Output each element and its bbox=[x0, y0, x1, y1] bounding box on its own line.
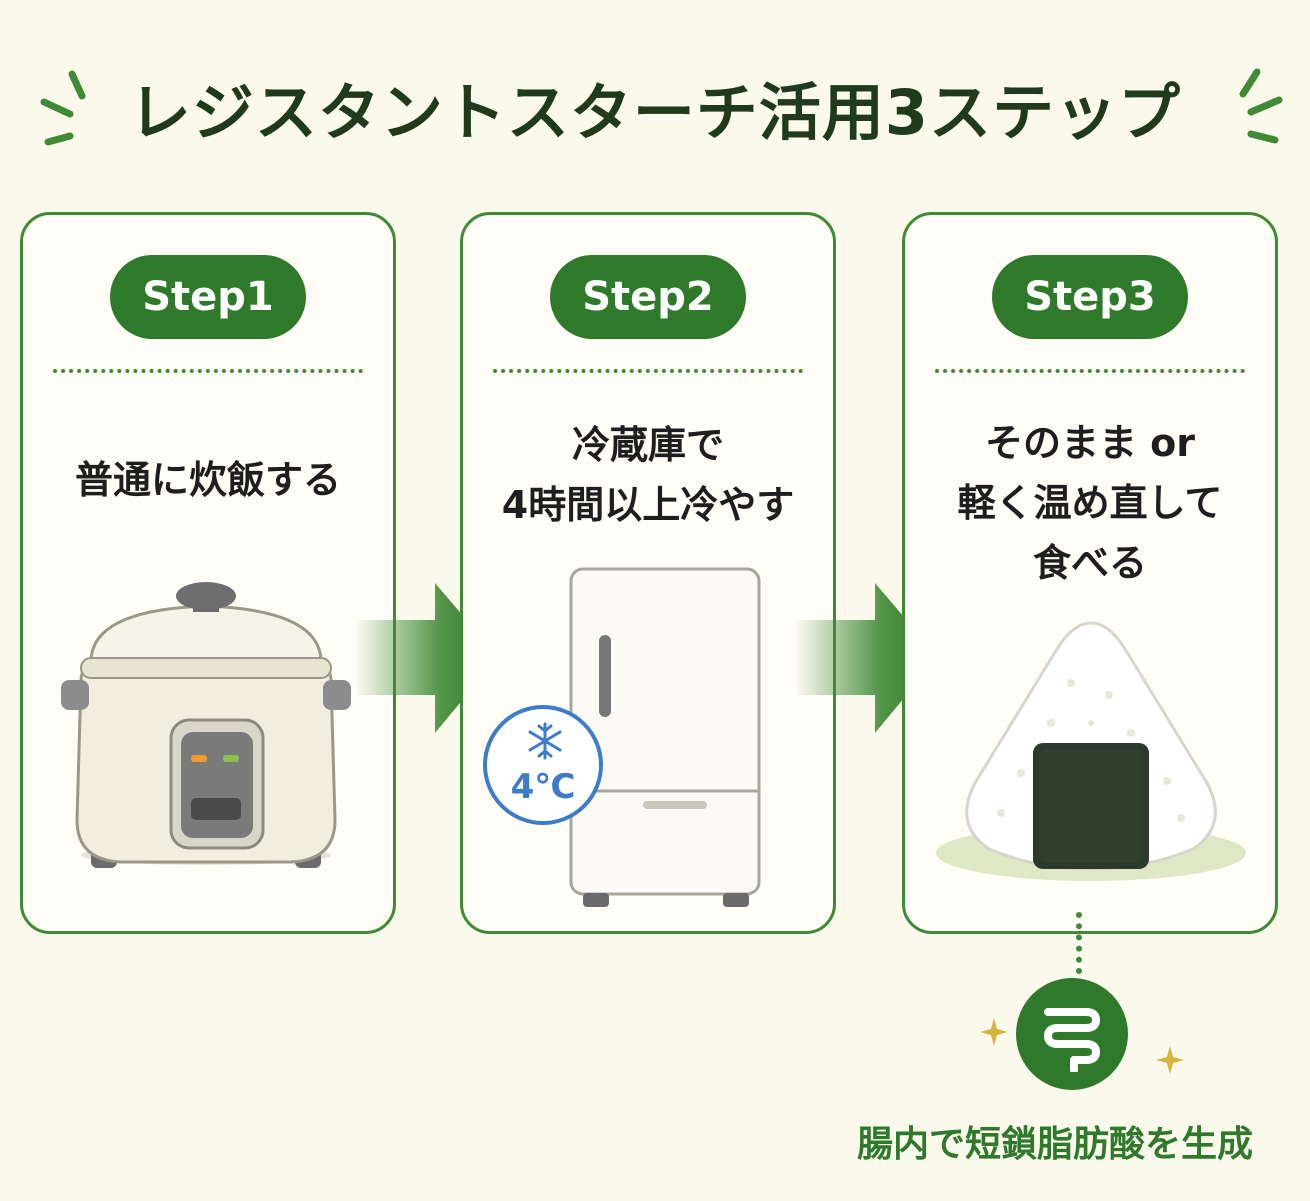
temperature-label: 4℃ bbox=[510, 767, 576, 807]
step-card-3: Step3 そのまま or 軽く温め直して 食べる bbox=[902, 212, 1278, 934]
intestine-badge bbox=[1016, 978, 1128, 1090]
result-label: 腸内で短鎖脂肪酸を生成 bbox=[856, 1124, 1253, 1165]
sparkle-icon bbox=[1156, 1046, 1184, 1074]
divider bbox=[935, 369, 1245, 373]
intestine-icon bbox=[1044, 1008, 1100, 1072]
spark-lines-left-icon bbox=[40, 70, 86, 146]
divider bbox=[493, 369, 803, 373]
spark-lines-right-icon bbox=[1239, 68, 1283, 144]
step-description: 普通に炊飯する bbox=[74, 458, 341, 502]
divider bbox=[53, 369, 363, 373]
rice-cooker-icon bbox=[61, 582, 351, 868]
onigiri-icon bbox=[936, 621, 1246, 881]
step-card-2: Step2 冷蔵庫で 4時間以上冷やす 4℃ bbox=[460, 212, 836, 934]
refrigerator-icon bbox=[569, 567, 761, 907]
connector-dots bbox=[1076, 912, 1082, 974]
step-card-1: Step1 普通に炊飯する bbox=[20, 212, 396, 934]
step-badge: Step2 bbox=[550, 255, 746, 339]
snowflake-icon bbox=[528, 722, 562, 760]
step-description: そのまま or 軽く温め直して 食べる bbox=[957, 421, 1223, 585]
page-title: レジスタントスターチ活用3ステップ bbox=[128, 76, 1182, 149]
step-badge: Step3 bbox=[992, 255, 1188, 339]
step-badge: Step1 bbox=[110, 255, 306, 339]
step-description: 冷蔵庫で 4時間以上冷やす bbox=[501, 423, 795, 527]
temperature-badge: 4℃ bbox=[483, 705, 603, 825]
sparkle-icon bbox=[980, 1018, 1008, 1046]
